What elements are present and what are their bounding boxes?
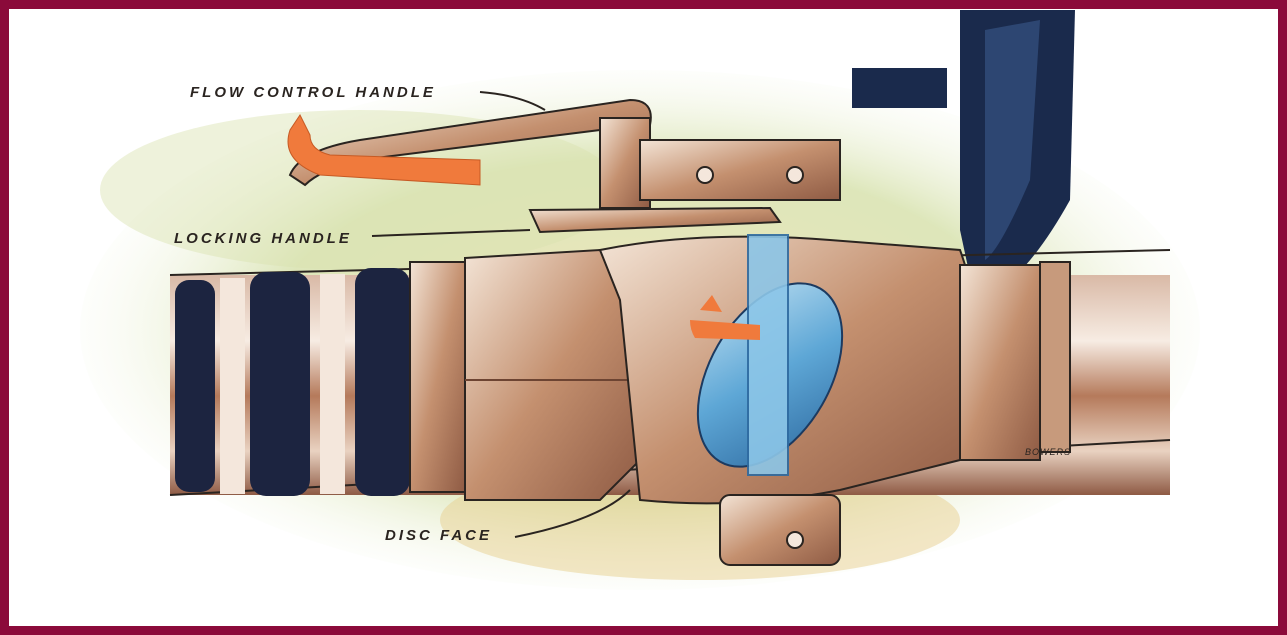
label-disc-face: DISC FACE <box>385 527 492 544</box>
label-locking-handle: LOCKING HANDLE <box>174 230 352 247</box>
artist-signature: BOWERS <box>1025 447 1071 457</box>
hex-nut <box>410 250 640 500</box>
label-flow-control-handle: FLOW CONTROL HANDLE <box>190 84 436 101</box>
